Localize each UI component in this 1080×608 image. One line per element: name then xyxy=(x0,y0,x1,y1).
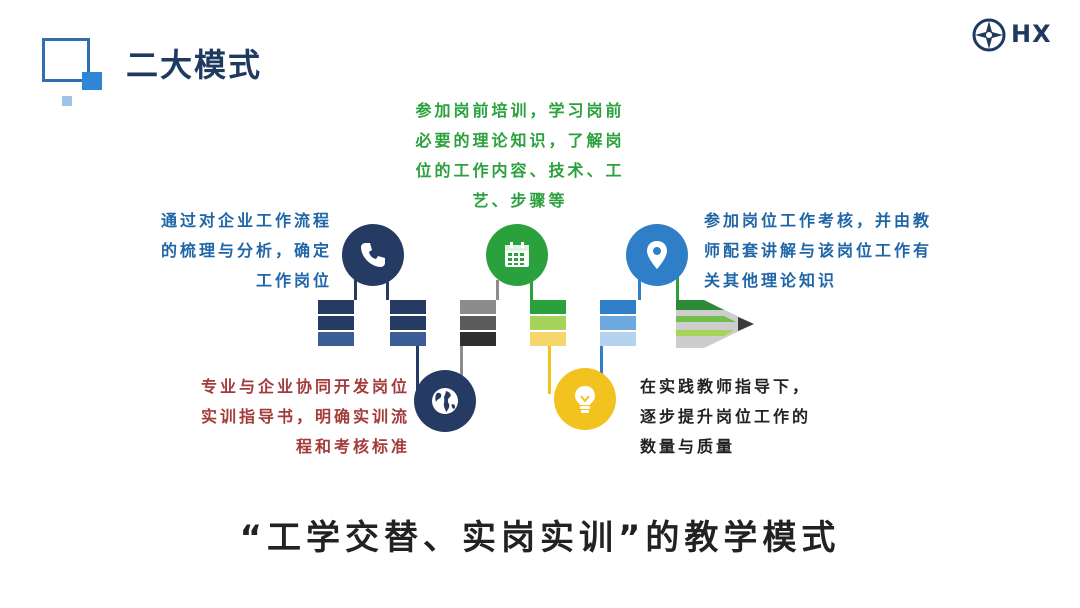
title-decoration-square xyxy=(42,38,90,82)
phone-icon xyxy=(361,243,385,267)
bar-blue xyxy=(600,300,636,346)
text-line: 专业与企业协同开发岗位 xyxy=(200,377,410,396)
step-text-phone: 通过对企业工作流程 的梳理与分析，确定 工作岗位 xyxy=(132,206,332,296)
text-line: 工作岗位 xyxy=(255,271,332,290)
text-line: 程和考核标准 xyxy=(295,437,410,456)
text-line: 位的工作内容、技术、工 xyxy=(415,161,625,180)
connector-calendar-left xyxy=(496,280,499,300)
bar-green-yellow xyxy=(530,300,566,346)
text-line: 参加岗前培训，学习岗前 xyxy=(415,101,625,120)
bar-navy-1 xyxy=(318,300,354,346)
connector-phone-right xyxy=(386,266,389,300)
step-text-globe: 专业与企业协同开发岗位 实训指导书，明确实训流 程和考核标准 xyxy=(160,372,410,462)
text-line: 的梳理与分析，确定 xyxy=(160,241,332,260)
diagram-caption: “工学交替、实岗实训”的教学模式 xyxy=(239,518,841,558)
step-circle-pin xyxy=(626,224,688,286)
text-line: 参加岗位工作考核，并由教 xyxy=(704,211,933,230)
title-decoration-dot xyxy=(62,96,72,106)
text-line: 在实践教师指导下， xyxy=(640,377,812,396)
step-text-calendar: 参加岗前培训，学习岗前 必要的理论知识，了解岗 位的工作内容、技术、工 艺、步骤… xyxy=(400,96,640,216)
connector-globe-right xyxy=(460,346,463,376)
text-line: 师配套讲解与该岗位工作有 xyxy=(704,241,933,260)
bar-navy-2 xyxy=(390,300,426,346)
step-circle-globe xyxy=(414,370,476,432)
step-circle-calendar xyxy=(486,224,548,286)
text-line: 关其他理论知识 xyxy=(704,271,838,290)
location-pin-icon xyxy=(647,241,667,269)
connector-calendar-right xyxy=(530,280,533,300)
page-title: 二大模式 xyxy=(126,46,263,84)
step-text-bulb: 在实践教师指导下， 逐步提升岗位工作的 数量与质量 xyxy=(640,372,860,462)
connector-pin-right xyxy=(676,272,679,300)
step-circle-phone xyxy=(342,224,404,286)
pencil-tip-icon xyxy=(676,300,754,348)
connector-globe-left xyxy=(416,346,419,396)
globe-icon xyxy=(432,388,458,414)
text-line: 艺、步骤等 xyxy=(472,191,568,210)
compass-logo-icon xyxy=(972,18,1006,52)
calendar-icon xyxy=(505,242,529,267)
logo-text: HX xyxy=(1011,20,1052,48)
title-decoration-accent xyxy=(82,72,102,90)
step-circle-bulb xyxy=(554,368,616,430)
lightbulb-icon xyxy=(575,386,595,413)
connector-pin-left xyxy=(638,272,641,300)
connector-bulb-left xyxy=(548,346,551,394)
connector-bulb-right xyxy=(600,346,603,376)
text-line: 必要的理论知识，了解岗 xyxy=(415,131,625,150)
step-text-pin: 参加岗位工作考核，并由教 师配套讲解与该岗位工作有 关其他理论知识 xyxy=(704,206,964,296)
text-line: 通过对企业工作流程 xyxy=(160,211,332,230)
text-line: 数量与质量 xyxy=(640,437,736,456)
connector-phone-left xyxy=(354,266,357,300)
text-line: 逐步提升岗位工作的 xyxy=(640,407,812,426)
bar-gray xyxy=(460,300,496,346)
text-line: 实训指导书，明确实训流 xyxy=(200,407,410,426)
